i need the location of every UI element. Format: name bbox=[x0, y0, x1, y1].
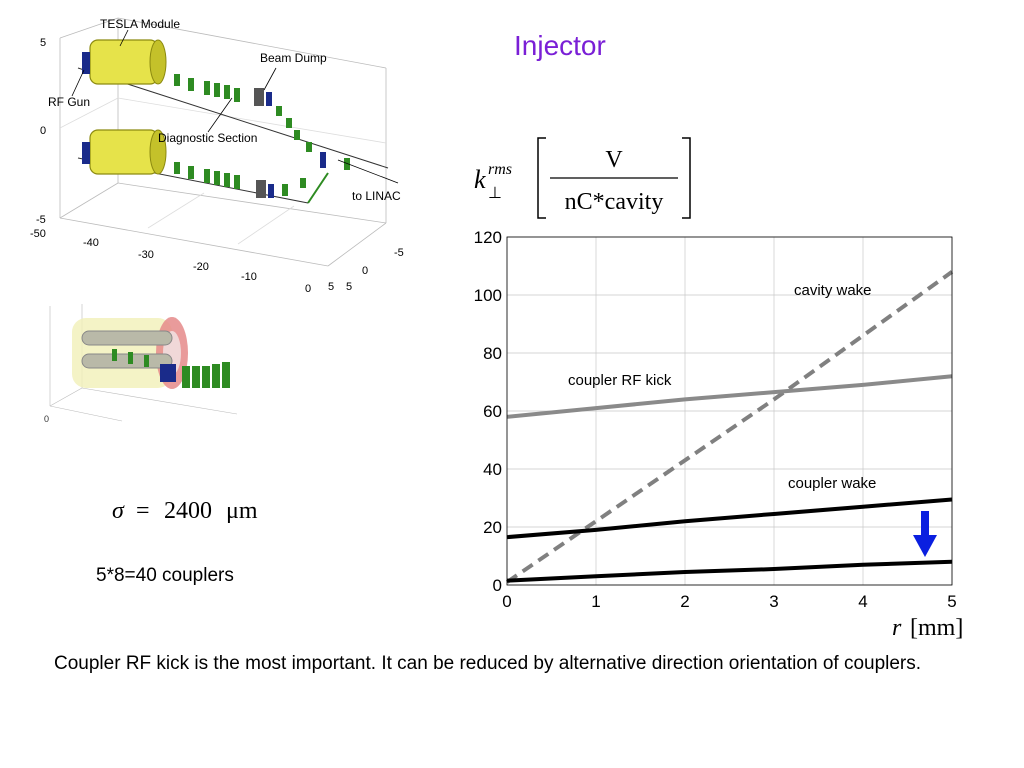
y-tick-label: 60 bbox=[483, 402, 502, 421]
x-tick: -30 bbox=[138, 249, 154, 261]
k-superscript: rms bbox=[488, 161, 512, 178]
x-axis-var: r bbox=[892, 615, 902, 641]
k-subscript: ⊥ bbox=[488, 185, 502, 202]
annotation-coupler-wake: coupler wake bbox=[788, 475, 876, 492]
formula-denominator: nC*cavity bbox=[565, 189, 664, 215]
series-line-cavity-wake bbox=[505, 270, 954, 584]
sigma-equals: = bbox=[136, 498, 150, 524]
label-tesla-module: TESLA Module bbox=[100, 17, 180, 31]
svg-text:0: 0 bbox=[44, 414, 49, 424]
sigma-unit: μm bbox=[226, 498, 258, 524]
plot3d-gridbox bbox=[59, 17, 387, 267]
x-axis-unit: [mm] bbox=[910, 615, 963, 641]
label-beam-dump: Beam Dump bbox=[260, 51, 327, 65]
x-tick-label: 4 bbox=[858, 592, 867, 611]
down-arrow-icon bbox=[913, 511, 937, 557]
y-tick: 5 bbox=[346, 281, 352, 293]
z-tick: 5 bbox=[40, 37, 46, 49]
chart-ticks: 0 1 2 3 4 5 0 20 40 60 80 100 120 bbox=[474, 228, 957, 611]
slide-title: Injector bbox=[514, 30, 606, 61]
series-line-coupler-wake-reduced bbox=[506, 559, 953, 583]
y-tick-label: 100 bbox=[474, 286, 502, 305]
lower-beamline bbox=[77, 129, 329, 204]
series-line-coupler-wake bbox=[506, 497, 953, 540]
formula-numerator: V bbox=[605, 147, 623, 173]
label-rf-gun: RF Gun bbox=[48, 95, 90, 109]
x-tick-label: 0 bbox=[502, 592, 511, 611]
y-tick-label: 120 bbox=[474, 228, 502, 247]
annotation-cavity-wake: cavity wake bbox=[794, 282, 872, 299]
plot-frame bbox=[506, 236, 953, 586]
y-tick-label: 80 bbox=[483, 344, 502, 363]
coupler-closeup-figure: 0 bbox=[44, 304, 237, 424]
injector-3d-plot: 5 0 -5 -50 -40 -30 -20 -10 0 5 -5 0 5 bbox=[30, 17, 404, 295]
x-tick: -50 bbox=[30, 228, 46, 240]
y-tick: 0 bbox=[362, 265, 368, 277]
z-tick: 0 bbox=[40, 125, 46, 137]
sigma-formula: σ = 2400 μm bbox=[112, 498, 258, 524]
y-tick: -5 bbox=[394, 247, 404, 259]
k-symbol: k bbox=[474, 165, 486, 194]
x-tick-label: 2 bbox=[680, 592, 689, 611]
x-tick-label: 1 bbox=[591, 592, 600, 611]
x-tick-label: 3 bbox=[769, 592, 778, 611]
x-tick: -20 bbox=[193, 261, 209, 273]
annotation-coupler-rf-kick: coupler RF kick bbox=[568, 372, 672, 389]
sigma-symbol: σ bbox=[112, 498, 125, 524]
y-tick-label: 0 bbox=[493, 576, 502, 595]
label-to-linac: to LINAC bbox=[352, 189, 401, 203]
x-tick: 5 bbox=[328, 281, 334, 293]
k-rms-formula: k rms ⊥ V nC*cavity bbox=[474, 137, 691, 219]
label-diagnostic-section: Diagnostic Section bbox=[158, 131, 257, 145]
slide-caption: Coupler RF kick is the most important. I… bbox=[54, 653, 922, 674]
x-tick: -10 bbox=[241, 271, 257, 283]
z-tick: -5 bbox=[36, 214, 46, 226]
x-tick-label: 5 bbox=[947, 592, 956, 611]
upper-beamline bbox=[77, 39, 389, 170]
x-tick: -40 bbox=[83, 237, 99, 249]
wake-kick-chart: 0 1 2 3 4 5 0 20 40 60 80 100 120 cavity wake couple… bbox=[474, 228, 964, 641]
x-tick: 0 bbox=[305, 283, 311, 295]
y-tick-label: 20 bbox=[483, 518, 502, 537]
y-tick-label: 40 bbox=[483, 460, 502, 479]
series-line-coupler-RF-kick bbox=[506, 374, 953, 419]
couplers-count-text: 5*8=40 couplers bbox=[96, 565, 234, 586]
sigma-value: 2400 bbox=[164, 498, 212, 524]
chart-series bbox=[505, 270, 954, 584]
